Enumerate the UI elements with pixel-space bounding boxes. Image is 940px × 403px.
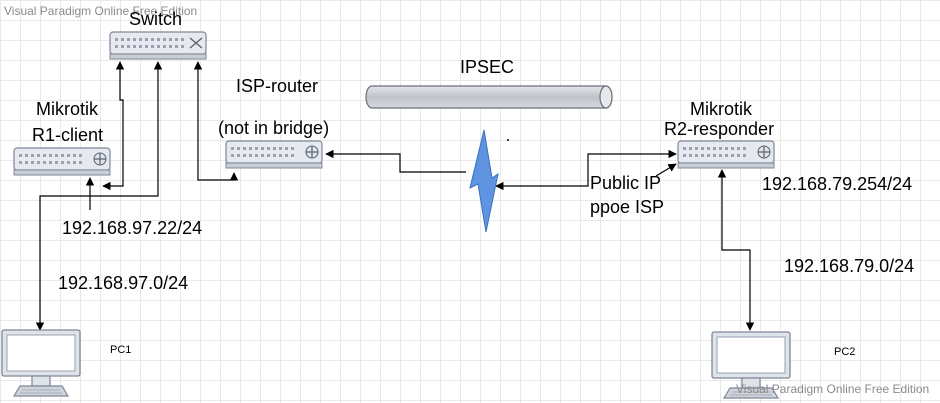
r2-ip-label: 192.168.79.254/24 [762,174,913,194]
router-icon-r2 [677,140,775,169]
watermark-bottom: Visual Paradigm Online Free Edition [736,382,930,396]
link-switch-pc1 [35,61,163,331]
watermark-top: Visual Paradigm Online Free Edition [4,4,198,18]
monitor-icon-pc1 [1,329,81,397]
stray-dot [507,139,509,141]
r1-label-line1: Mikrotik [36,99,98,119]
monitor-icon-pc2 [711,331,791,399]
r1-label-line2: R1-client [32,125,104,145]
lightning-bolt-icon [469,129,499,233]
r2-label-line2: R2-responder [664,119,775,139]
link-isp-wan [325,149,466,173]
ipsec-label: IPSEC [460,57,515,77]
link-wan-r2 [495,149,677,191]
public-ip-label: Public IP [590,173,662,193]
link-r2-pc2 [717,169,755,331]
router-icon-r1 [13,147,111,176]
pc2-label: PC2 [834,346,856,358]
switch-label: Switch [129,9,183,29]
tunnel-pipe-icon [365,85,613,109]
isp-label-line1: ISP-router [236,76,319,96]
isp-label-line2: (not in bridge) [218,118,330,138]
r2-label-line1: Mikrotik [690,99,752,119]
lan1-label: 192.168.97.0/24 [58,273,189,293]
pc1-label: PC1 [110,344,132,356]
pointer-public-ip [655,163,677,177]
r1-ip-label: 192.168.97.22/24 [62,218,203,238]
switch-icon [109,31,207,60]
lan2-label: 192.168.79.0/24 [784,256,915,276]
ppoe-label: ppoe ISP [590,197,665,217]
link-switch-isp [193,61,239,181]
router-icon-isp [225,140,323,169]
